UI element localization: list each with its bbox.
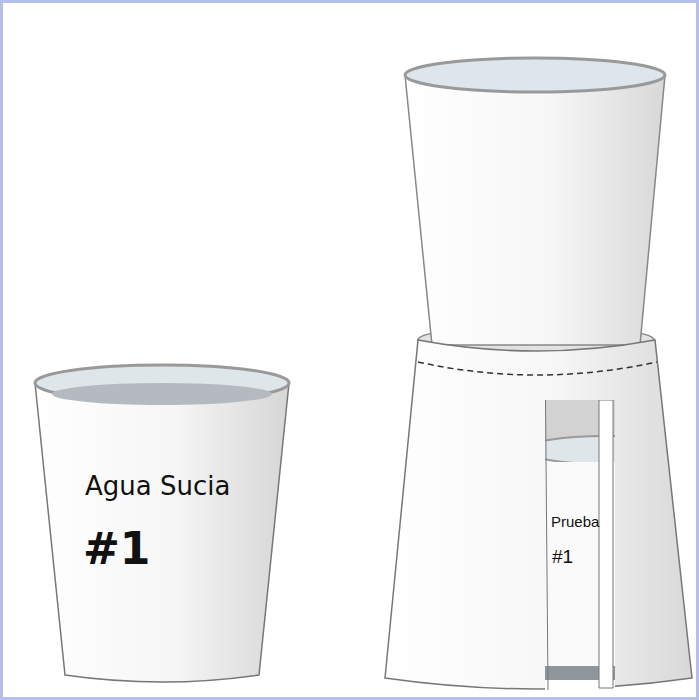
top-cup <box>405 75 665 345</box>
cup-outline <box>33 363 291 685</box>
cup: Agua Sucia #1 <box>33 363 291 685</box>
cup-outline <box>545 400 615 690</box>
top-cup-rim <box>405 58 665 92</box>
fold-line <box>418 362 657 375</box>
paper-sleeve <box>385 340 692 689</box>
test-cup: Prueba #1 <box>545 400 615 690</box>
cup-label: Agua Sucia <box>85 471 230 501</box>
cup-label: #1 <box>552 546 573 568</box>
cup-label: Prueba <box>551 513 599 530</box>
cup-label: #1 <box>83 523 150 574</box>
